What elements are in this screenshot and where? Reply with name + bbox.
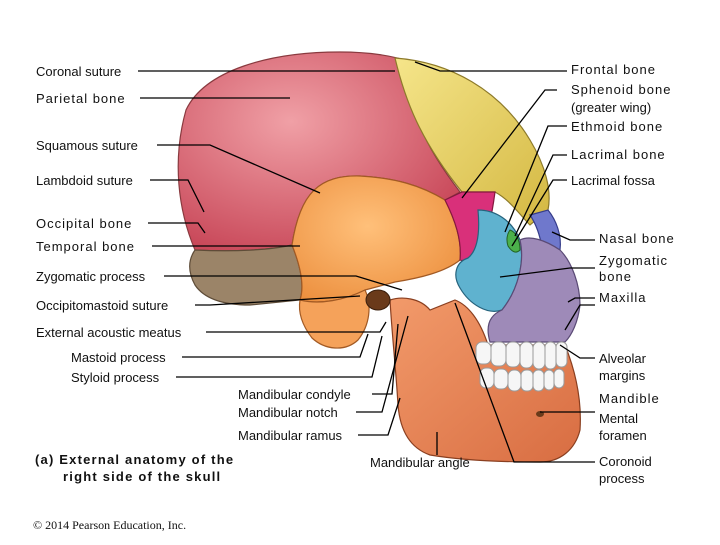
label-nasal-bone: Nasal bone bbox=[599, 231, 675, 246]
label-coronoid-process-line2: process bbox=[599, 471, 645, 486]
label-alveolar-margins-line2: margins bbox=[599, 368, 646, 383]
label-ethmoid-bone: Ethmoid bone bbox=[571, 119, 664, 134]
caption-line-2: right side of the skull bbox=[63, 469, 222, 484]
label-mandible: Mandible bbox=[599, 391, 660, 406]
label-coronal-suture: Coronal suture bbox=[36, 64, 122, 79]
occipital-bone-shape bbox=[189, 244, 303, 306]
label-lambdoid-suture: Lambdoid suture bbox=[36, 173, 133, 188]
label-zygomatic-bone-line2: bone bbox=[599, 269, 632, 284]
label-zygomatic-process: Zygomatic process bbox=[36, 269, 146, 284]
label-frontal-bone: Frontal bone bbox=[571, 62, 656, 77]
lower-teeth bbox=[479, 367, 565, 392]
label-mental-foramen-line1: Mental bbox=[599, 411, 639, 426]
label-external-acoustic-meatus: External acoustic meatus bbox=[36, 325, 182, 340]
mastoid-shape bbox=[298, 289, 370, 349]
label-sphenoid-greater-wing: (greater wing) bbox=[571, 100, 652, 115]
label-maxilla: Maxilla bbox=[599, 290, 647, 305]
leader-lines bbox=[138, 61, 595, 463]
label-mandibular-notch: Mandibular notch bbox=[238, 405, 338, 420]
caption-line-1: (a) External anatomy of the bbox=[35, 452, 235, 467]
label-occipital-bone: Occipital bone bbox=[36, 216, 133, 231]
label-alveolar-margins-line1: Alveolar bbox=[599, 351, 646, 366]
acoustic-meatus-shape bbox=[365, 289, 391, 311]
label-mental-foramen-line2: foramen bbox=[599, 428, 647, 443]
label-zygomatic-bone-line1: Zygomatic bbox=[599, 253, 668, 268]
label-mandibular-angle: Mandibular angle bbox=[370, 455, 470, 470]
maxilla-shape bbox=[487, 237, 581, 343]
label-occipitomastoid-suture: Occipitomastoid suture bbox=[36, 298, 169, 313]
label-mandibular-condyle: Mandibular condyle bbox=[238, 387, 351, 402]
label-coronoid-process-line1: Coronoid bbox=[599, 454, 652, 469]
label-styloid-process: Styloid process bbox=[71, 370, 160, 385]
figure-caption: (a) External anatomy of the right side o… bbox=[35, 451, 234, 485]
temporal-bone-shape bbox=[291, 175, 461, 303]
label-parietal-bone: Parietal bone bbox=[36, 91, 126, 106]
copyright-notice: © 2014 Pearson Education, Inc. bbox=[33, 518, 187, 532]
label-squamous-suture: Squamous suture bbox=[36, 138, 138, 153]
label-lacrimal-bone: Lacrimal bone bbox=[571, 147, 666, 162]
label-mandibular-ramus: Mandibular ramus bbox=[238, 428, 343, 443]
label-lacrimal-fossa: Lacrimal fossa bbox=[571, 173, 655, 188]
label-temporal-bone: Temporal bone bbox=[36, 239, 135, 254]
label-mastoid-process: Mastoid process bbox=[71, 350, 166, 365]
label-sphenoid-bone: Sphenoid bone bbox=[571, 82, 672, 97]
